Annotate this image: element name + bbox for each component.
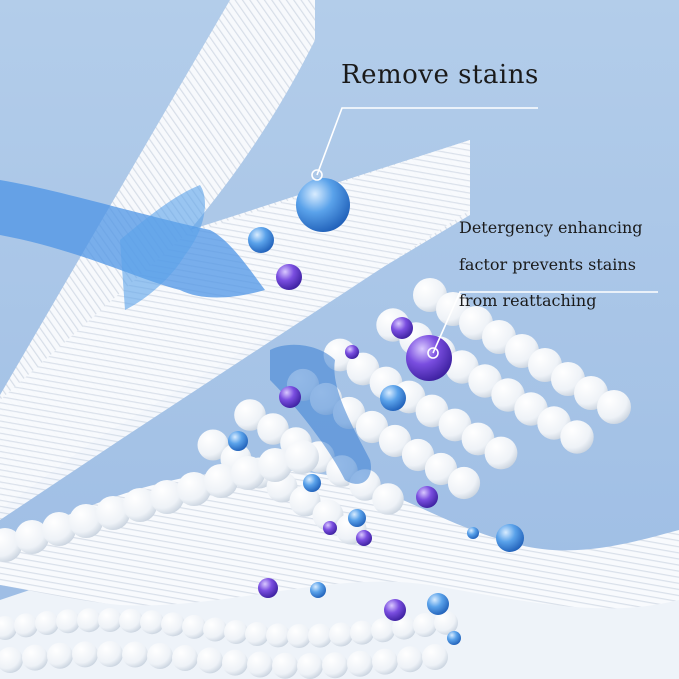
fiber-ball (322, 652, 348, 679)
water-droplet (296, 178, 350, 232)
water-droplet (248, 227, 274, 253)
fiber-ball (413, 613, 437, 638)
fiber-ball (161, 612, 185, 637)
fiber-ball (231, 456, 265, 490)
fiber-ball (597, 390, 631, 424)
fiber-ball (122, 641, 148, 668)
fiber-ball (203, 617, 227, 642)
fiber-ball (245, 622, 269, 647)
fiber-ball (150, 480, 184, 514)
fiber-ball (434, 610, 458, 635)
fiber-ball (42, 512, 76, 546)
fiber-ball (47, 642, 73, 669)
fiber-ball (15, 520, 49, 554)
stain-droplet (406, 335, 452, 381)
fiber-ball (287, 623, 311, 648)
fiber-ball (297, 652, 323, 679)
fiber-ball (72, 641, 98, 668)
fiber-ball (329, 622, 353, 647)
flat-fabric-panel (0, 140, 470, 520)
stain-droplet (258, 578, 278, 598)
fiber-ball (308, 623, 332, 648)
fiber-ball (258, 448, 292, 482)
fiber-ball (140, 610, 164, 635)
water-splash (120, 185, 205, 310)
fiber-ball (312, 499, 344, 531)
fiber-ball (197, 429, 229, 461)
water-droplet (348, 509, 366, 527)
fiber-ball (392, 615, 416, 640)
leader-dot-remove-stains (311, 169, 323, 181)
fiber-ball (347, 650, 373, 677)
fiber-ball (266, 623, 290, 648)
fiber-ball (371, 618, 395, 643)
water-droplet (228, 431, 248, 451)
fiber-ball (14, 613, 38, 638)
fiber-ball (222, 649, 248, 676)
droplets (228, 178, 524, 645)
fiber-ball (96, 496, 130, 530)
fiber-ball (98, 608, 122, 633)
fiber-ball (119, 608, 143, 633)
fiber-ball (272, 652, 298, 679)
fiber-ball (182, 614, 206, 639)
leader-line-detergency (432, 291, 658, 354)
fiber-ball (35, 611, 59, 636)
detergency-label-line-3: from reattaching (459, 291, 597, 310)
fiber-ball (447, 466, 481, 500)
fiber-ball (247, 651, 273, 678)
leader-line-remove-stains (316, 107, 538, 176)
fiber-ball (204, 464, 238, 498)
fiber-ball (257, 413, 289, 445)
water-drip (270, 344, 371, 484)
detergency-label-line-2: factor prevents stains (459, 255, 636, 274)
stain-droplet (279, 386, 301, 408)
stain-droplet (416, 486, 438, 508)
fiber-ball (372, 648, 398, 675)
fiber-ball (69, 504, 103, 538)
fiber-ball (234, 399, 266, 431)
fiber-ball (177, 472, 211, 506)
water-droplet (496, 524, 524, 552)
water-droplet (467, 527, 479, 539)
water-droplet (427, 593, 449, 615)
stain-droplet (276, 264, 302, 290)
fiber-ball (350, 620, 374, 645)
water-droplet (447, 631, 461, 645)
stain-droplet (384, 599, 406, 621)
fiber-ball (147, 642, 173, 669)
fiber-ball (0, 647, 23, 673)
water-droplet (303, 474, 321, 492)
stain-droplet (345, 345, 359, 359)
water-droplet (310, 582, 326, 598)
fiber-ball (285, 440, 319, 474)
fiber-ball (422, 644, 448, 671)
fiber-ball (56, 609, 80, 634)
fiber-ball (484, 436, 518, 470)
fiber-ball (397, 646, 423, 673)
stain-droplet (391, 317, 413, 339)
fiber-ball (197, 647, 223, 674)
fiber-ball (77, 608, 101, 633)
fiber-ball (560, 420, 594, 454)
detergency-label-line-1: Detergency enhancing (459, 218, 643, 237)
fiber-ball (123, 488, 157, 522)
leader-dot-detergency (427, 347, 439, 359)
bottom-fiber-row (0, 608, 458, 679)
fiber-ball (22, 644, 48, 671)
stain-droplet (323, 521, 337, 535)
fiber-ball (224, 620, 248, 645)
stain-droplet (356, 530, 372, 546)
fiber-ball (372, 483, 404, 515)
fiber-ball (97, 641, 123, 668)
fiber-ball (172, 644, 198, 671)
water-droplet (380, 385, 406, 411)
fiber-ball (289, 485, 321, 517)
remove-stains-label: Remove stains (341, 60, 539, 90)
fiber-ball (0, 616, 17, 640)
